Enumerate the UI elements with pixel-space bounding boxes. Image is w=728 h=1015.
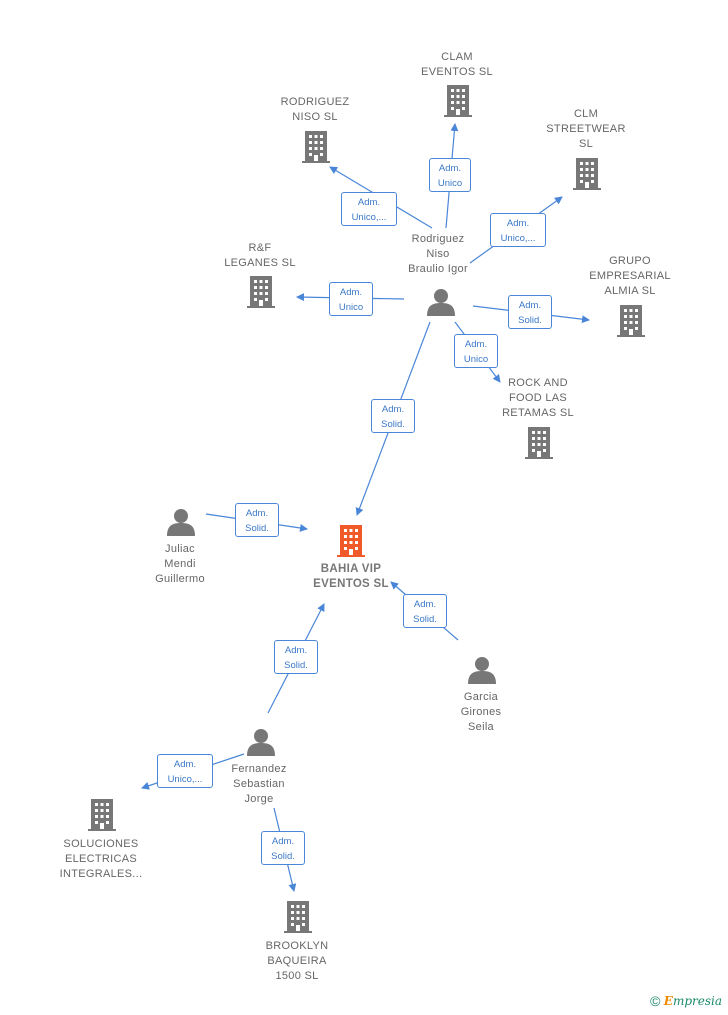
node-label-brooklyn[interactable]: BROOKLYN BAQUEIRA 1500 SL <box>265 940 329 982</box>
building-icon[interactable] <box>337 525 365 557</box>
edge-label-rodriguez_igor-to-rodriguez_niso[interactable]: Adm. Unico,... <box>341 192 397 226</box>
person-icon[interactable] <box>167 509 195 536</box>
building-icon[interactable] <box>525 427 553 459</box>
edge-label-rodriguez_igor-to-rf[interactable]: Adm. Unico <box>329 282 373 316</box>
node-label-garcia[interactable]: Garcia Girones Seila <box>460 691 502 733</box>
person-icon[interactable] <box>468 657 496 684</box>
edge-label-rodriguez_igor-to-bahia[interactable]: Adm. Solid. <box>371 399 415 433</box>
edge-label-fernandez-to-bahia[interactable]: Adm. Solid. <box>274 640 318 674</box>
edge-label-garcia-to-bahia[interactable]: Adm. Solid. <box>403 594 447 628</box>
building-icon[interactable] <box>88 799 116 831</box>
building-icon[interactable] <box>444 85 472 117</box>
edge-label-rodriguez_igor-to-grupo[interactable]: Adm. Solid. <box>508 295 552 329</box>
building-icon[interactable] <box>573 158 601 190</box>
node-label-bahia[interactable]: BAHIA VIP EVENTOS SL <box>313 563 389 590</box>
person-icon[interactable] <box>427 289 455 316</box>
edge-label-fernandez-to-soluciones[interactable]: Adm. Unico,... <box>157 754 213 788</box>
edge-label-rodriguez_igor-to-clam[interactable]: Adm. Unico <box>429 158 471 192</box>
edge-label-rodriguez_igor-to-clm[interactable]: Adm. Unico,... <box>490 213 546 247</box>
edge-label-rodriguez_igor-to-rock[interactable]: Adm. Unico <box>454 334 498 368</box>
building-icon[interactable] <box>617 305 645 337</box>
node-label-clm[interactable]: CLM STREETWEAR SL <box>546 108 626 150</box>
footer-brand: © Empresia <box>650 993 722 1009</box>
node-label-rf[interactable]: R&F LEGANES SL <box>224 242 296 269</box>
node-label-juliac[interactable]: Juliac Mendi Guillermo <box>155 543 205 585</box>
node-label-clam[interactable]: CLAM EVENTOS SL <box>421 51 493 78</box>
copyright-icon: © <box>650 993 661 1009</box>
person-icon[interactable] <box>247 729 275 756</box>
node-label-soluciones[interactable]: SOLUCIONES ELECTRICAS INTEGRALES... <box>59 838 143 880</box>
edge-label-fernandez-to-brooklyn[interactable]: Adm. Solid. <box>261 831 305 865</box>
brand-name: mpresia <box>672 994 722 1008</box>
node-label-rodriguez_igor[interactable]: Rodriguez Niso Braulio Igor <box>408 233 468 275</box>
node-label-grupo[interactable]: GRUPO EMPRESARIAL ALMIA SL <box>589 255 671 297</box>
edge-label-juliac-to-bahia[interactable]: Adm. Solid. <box>235 503 279 537</box>
building-icon[interactable] <box>284 901 312 933</box>
node-label-rodriguez_niso[interactable]: RODRIGUEZ NISO SL <box>280 96 350 123</box>
brand-initial: E <box>663 994 673 1008</box>
building-icon[interactable] <box>302 131 330 163</box>
building-icon[interactable] <box>247 276 275 308</box>
node-label-fernandez[interactable]: Fernandez Sebastian Jorge <box>231 763 287 805</box>
node-label-rock[interactable]: ROCK AND FOOD LAS RETAMAS SL <box>502 377 574 419</box>
